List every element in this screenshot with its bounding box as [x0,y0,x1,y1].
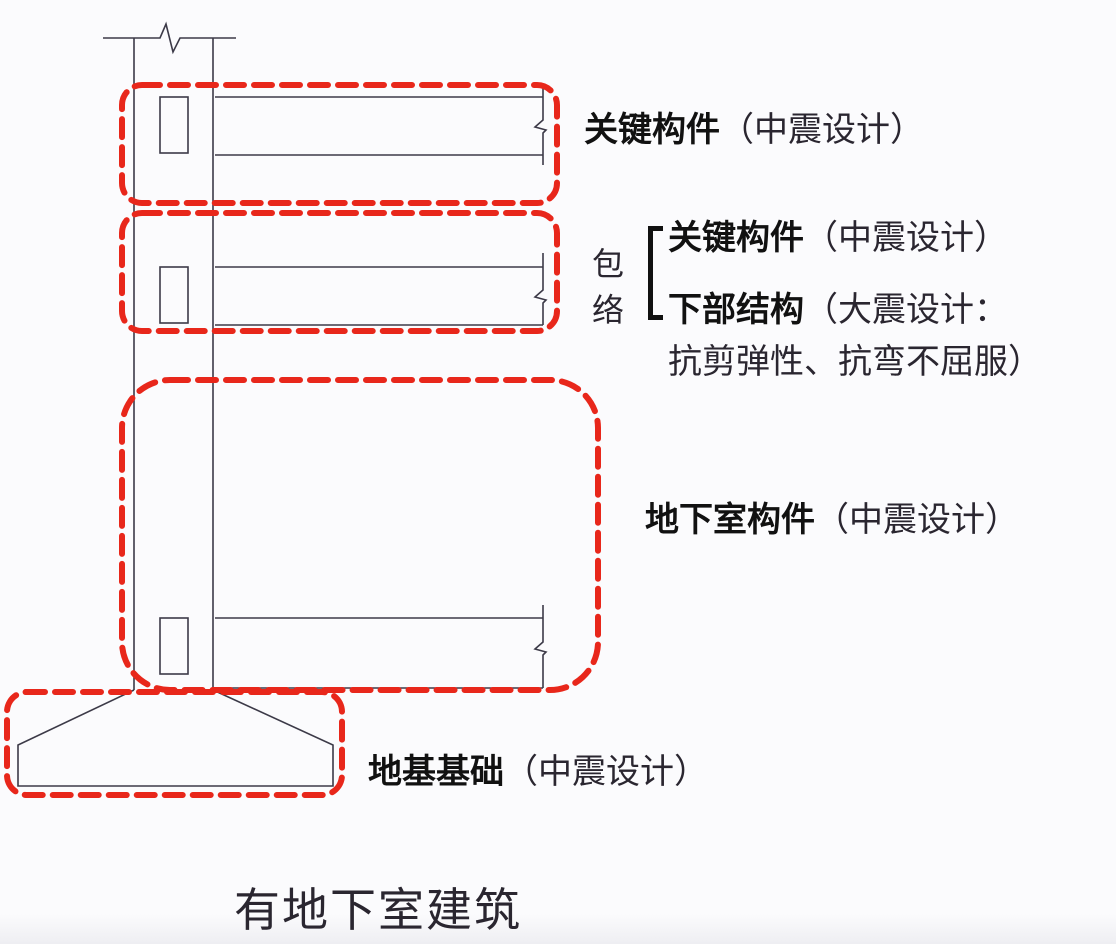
beam-section-2 [159,266,189,324]
envelope-bracket [648,226,663,320]
outline-envelope [119,210,560,334]
label-substructure-title: 下部结构 [668,290,804,330]
label-foundation-note: （中震设计） [504,752,708,792]
label-envelope-key-note: （中震设计） [804,218,1008,258]
substructure-note-line2-text: 抗剪弹性、抗弯不屈服） [668,342,1042,382]
beam-section-1 [159,96,189,154]
footing-outline [17,689,334,787]
label-basement-note: （中震设计） [815,500,1019,540]
break-mark-1 [533,87,548,165]
outline-foundation [4,689,345,798]
envelope-char-2: 络 [592,291,625,329]
label-basement-title: 地下室构件 [645,500,815,540]
break-mark-3 [533,605,548,688]
label-key-members-title: 关键构件 [584,110,720,150]
outline-key-members [119,82,560,206]
label-substructure: 下部结构（大震设计： [668,290,1008,330]
label-envelope-key-members: 关键构件（中震设计） [668,218,1008,258]
region-outlines [4,82,601,798]
background-fade [0,914,1116,944]
label-envelope-key-title: 关键构件 [668,218,804,258]
label-substructure-note-line2: 抗剪弹性、抗弯不屈服） [668,342,1042,382]
beam-section-3 [159,617,189,675]
label-foundation: 地基基础（中震设计） [368,752,708,792]
outline-basement [119,377,601,693]
structure-lines [17,21,548,787]
envelope-char-1: 包 [592,245,625,283]
label-foundation-title: 地基基础 [368,752,504,792]
label-substructure-note: （大震设计： [804,290,1008,330]
top-break-line [103,21,236,55]
label-key-members-note: （中震设计） [720,110,924,150]
label-key-members: 关键构件（中震设计） [584,110,924,150]
diagram-caption: 有地下室建筑 [234,883,522,937]
label-basement-members: 地下室构件（中震设计） [645,500,1019,540]
break-mark-2 [533,253,548,325]
